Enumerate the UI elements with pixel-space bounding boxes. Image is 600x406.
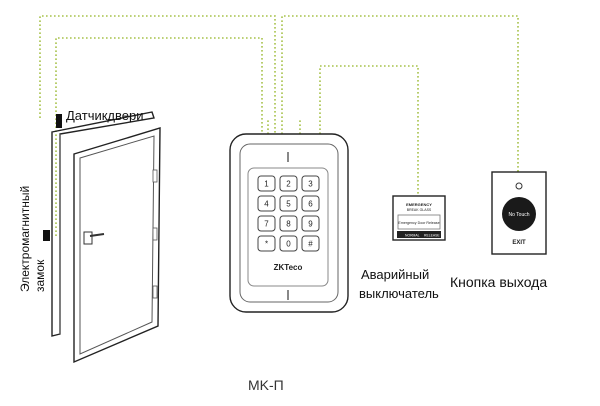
emergency-switch-left-tag: NORMAL bbox=[405, 234, 420, 238]
keypad-key: # bbox=[301, 235, 320, 252]
keypad-key-label: 5 bbox=[286, 200, 291, 209]
keypad-key: 0 bbox=[279, 235, 298, 252]
emergency-switch-subheader: BREAK GLASS bbox=[407, 208, 432, 212]
emergency-switch-right-tag: RELEASE bbox=[424, 234, 440, 238]
keypad-key-label: 9 bbox=[308, 220, 313, 229]
keypad-key: 7 bbox=[257, 215, 276, 232]
keypad-key-label: 0 bbox=[286, 240, 291, 249]
wiring bbox=[39, 15, 519, 236]
exit-button-device: No Touch EXIT bbox=[491, 171, 547, 255]
emergency-switch-device: EMERGENCY BREAK GLASS Emergency Door Rel… bbox=[392, 195, 446, 241]
em-lock-label-line2: замок bbox=[33, 259, 47, 292]
emergency-switch-footer: Emergency Door Release bbox=[398, 221, 439, 225]
emergency-switch-label-line2: выключатель bbox=[359, 286, 439, 301]
keypad-key-label: 3 bbox=[308, 180, 313, 189]
keypad-key-label: 6 bbox=[308, 200, 313, 209]
keypad-key-label: 2 bbox=[286, 180, 291, 189]
keypad-reader: 1 2 3 4 5 6 7 8 9 * 0 # ZKTeco bbox=[229, 133, 349, 313]
keypad-key: 6 bbox=[301, 195, 320, 212]
keypad-key: 1 bbox=[257, 175, 276, 192]
keypad-brand-logo: ZKTeco bbox=[274, 263, 303, 272]
wire-keypad-top bbox=[267, 120, 301, 134]
door-sensor-icon bbox=[56, 114, 62, 128]
wire-em-lock bbox=[55, 37, 263, 236]
keypad-key-label: 4 bbox=[264, 200, 269, 209]
model-caption: MK-П bbox=[248, 377, 284, 393]
door-handle-icon bbox=[83, 231, 105, 245]
emergency-switch-header: EMERGENCY bbox=[406, 202, 432, 207]
keypad-key: 9 bbox=[301, 215, 320, 232]
door bbox=[43, 111, 161, 364]
keypad-key: 4 bbox=[257, 195, 276, 212]
exit-button-caption: EXIT bbox=[512, 240, 526, 246]
exit-button-sensor-icon bbox=[502, 197, 536, 231]
exit-button-label: Кнопка выхода bbox=[450, 274, 548, 290]
em-lock-label-line1: Электромагнитный bbox=[18, 185, 32, 292]
exit-button-sensor-text: No Touch bbox=[508, 212, 529, 218]
em-lock-icon bbox=[43, 230, 50, 241]
emergency-switch-label-line1: Аварийный bbox=[361, 267, 430, 282]
keypad-key: 8 bbox=[279, 215, 298, 232]
wire-exit-button bbox=[281, 15, 519, 172]
keypad-key-label: 1 bbox=[264, 180, 269, 189]
door-sensor-label: Датчикдвери bbox=[66, 108, 144, 123]
keypad-key: 2 bbox=[279, 175, 298, 192]
keypad-keys: 1 2 3 4 5 6 7 8 9 * 0 # bbox=[257, 175, 320, 252]
keypad-key: 3 bbox=[301, 175, 320, 192]
wire-emergency-switch bbox=[319, 65, 419, 196]
keypad-key-label: 8 bbox=[286, 220, 291, 229]
keypad-key: * bbox=[257, 235, 276, 252]
keypad-key-label: 7 bbox=[264, 220, 269, 229]
keypad-key-label: # bbox=[308, 240, 313, 249]
keypad-key-label: * bbox=[265, 240, 268, 249]
wire-door-sensor bbox=[39, 15, 276, 134]
exit-button-led-icon bbox=[515, 182, 523, 190]
keypad-key: 5 bbox=[279, 195, 298, 212]
